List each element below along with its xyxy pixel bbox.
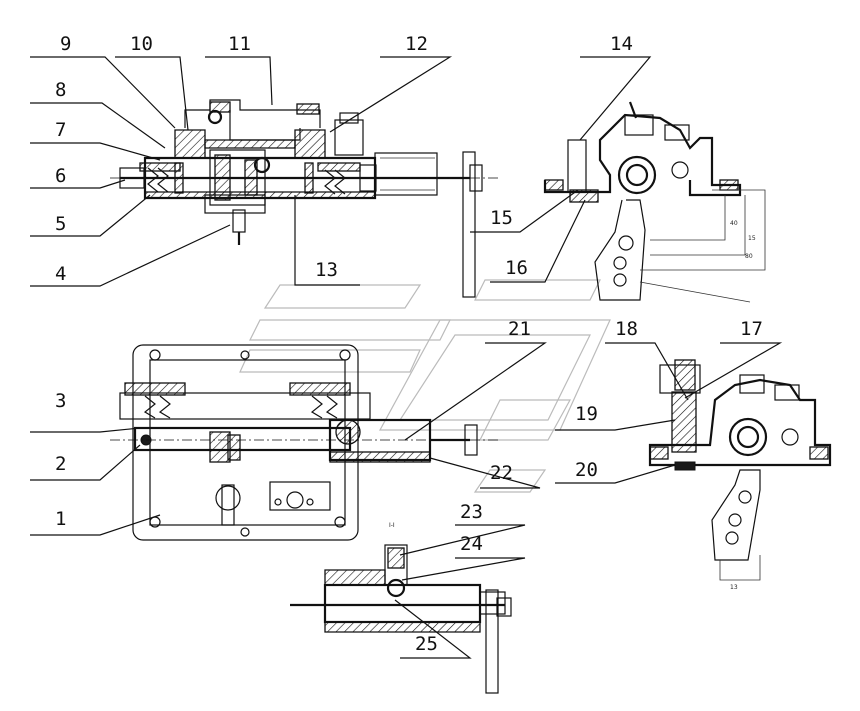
leader-lines xyxy=(30,56,783,659)
part-label-12: 12 xyxy=(405,33,428,55)
part-label-19: 19 xyxy=(575,403,598,425)
part-label-16: 16 xyxy=(505,257,528,279)
section-mark: I-I xyxy=(389,522,395,529)
dimension-tick-text: 80 xyxy=(745,253,753,260)
part-label-18: 18 xyxy=(615,318,638,340)
part-label-22: 22 xyxy=(490,462,513,484)
part-label-21: 21 xyxy=(508,318,531,340)
part-label-10: 10 xyxy=(130,33,153,55)
section-view-i-i: I-I xyxy=(290,522,512,694)
top-section-view xyxy=(110,99,500,298)
part-label-9: 9 xyxy=(60,33,71,55)
part-label-5: 5 xyxy=(55,213,66,235)
part-label-4: 4 xyxy=(55,263,66,285)
part-label-1: 1 xyxy=(55,508,66,530)
part-label-3: 3 xyxy=(55,390,66,412)
part-label-23: 23 xyxy=(460,501,483,523)
part-label-14: 14 xyxy=(610,33,633,55)
part-label-8: 8 xyxy=(55,79,66,101)
dimension-tick-text: 40 xyxy=(730,220,738,227)
part-label-11: 11 xyxy=(228,33,251,55)
part-label-7: 7 xyxy=(55,119,66,141)
part-label-2: 2 xyxy=(55,453,66,475)
dimension-tick-text: 15 xyxy=(748,235,756,242)
side-view-lower: 13 xyxy=(648,359,832,591)
dimension-tick-text: 13 xyxy=(730,584,738,591)
part-label-20: 20 xyxy=(575,459,598,481)
part-labels: 9 10 11 12 14 8 7 6 5 4 13 15 16 21 18 1… xyxy=(55,33,763,655)
side-view-upper: 40 15 80 xyxy=(543,101,766,303)
part-label-25: 25 xyxy=(415,633,438,655)
part-label-17: 17 xyxy=(740,318,763,340)
plan-view xyxy=(110,344,500,541)
part-label-13: 13 xyxy=(315,259,338,281)
part-label-15: 15 xyxy=(490,207,513,229)
part-label-24: 24 xyxy=(460,533,483,555)
part-label-6: 6 xyxy=(55,165,66,187)
